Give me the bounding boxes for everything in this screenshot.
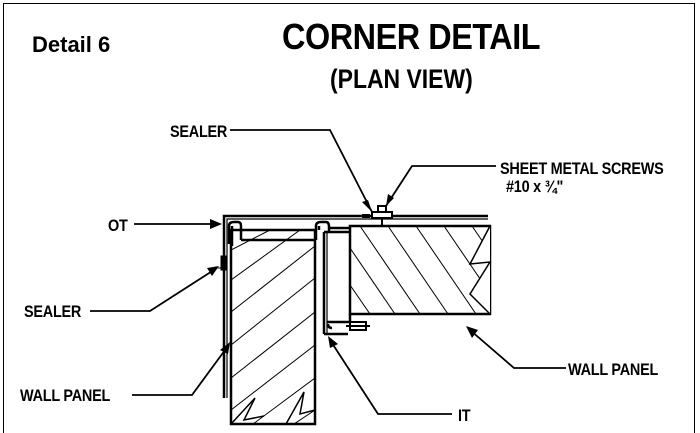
callout-wall-panel-right: WALL PANEL xyxy=(568,360,659,379)
sealer-left-bead xyxy=(218,255,228,271)
leader-screws xyxy=(385,165,496,207)
callout-screws-line1: SHEET METAL SCREWS xyxy=(500,159,664,178)
leader-sealer-top xyxy=(230,129,373,213)
callout-screws-line2: #10 x ¾" xyxy=(506,177,564,196)
callout-sealer-left: SEALER xyxy=(24,302,82,321)
leader-lines xyxy=(90,129,566,415)
right-wall-panel xyxy=(348,224,492,316)
inside-trim xyxy=(241,220,352,336)
sealer-top-bead xyxy=(362,214,370,218)
drawing-frame xyxy=(3,3,695,433)
left-panel-hatch xyxy=(231,230,315,424)
leader-it xyxy=(329,339,452,415)
sheet-metal-screw-top xyxy=(371,205,393,226)
callout-ot: OT xyxy=(108,216,128,235)
left-wall-panel xyxy=(229,228,317,426)
leader-wall-panel-left xyxy=(132,345,229,396)
sheet-metal-screw-bottom xyxy=(346,321,370,331)
callout-wall-panel-left: WALL PANEL xyxy=(20,386,111,405)
detail-number: Detail 6 xyxy=(32,32,111,57)
drawing-subtitle: (PLAN VIEW) xyxy=(330,64,473,94)
callout-sealer-top: SEALER xyxy=(170,122,228,141)
callout-it: IT xyxy=(458,406,471,425)
leader-wall-panel-right xyxy=(469,329,566,369)
drawing-title: CORNER DETAIL xyxy=(282,16,541,57)
leader-sealer-left xyxy=(90,267,218,312)
outside-trim xyxy=(222,214,488,398)
